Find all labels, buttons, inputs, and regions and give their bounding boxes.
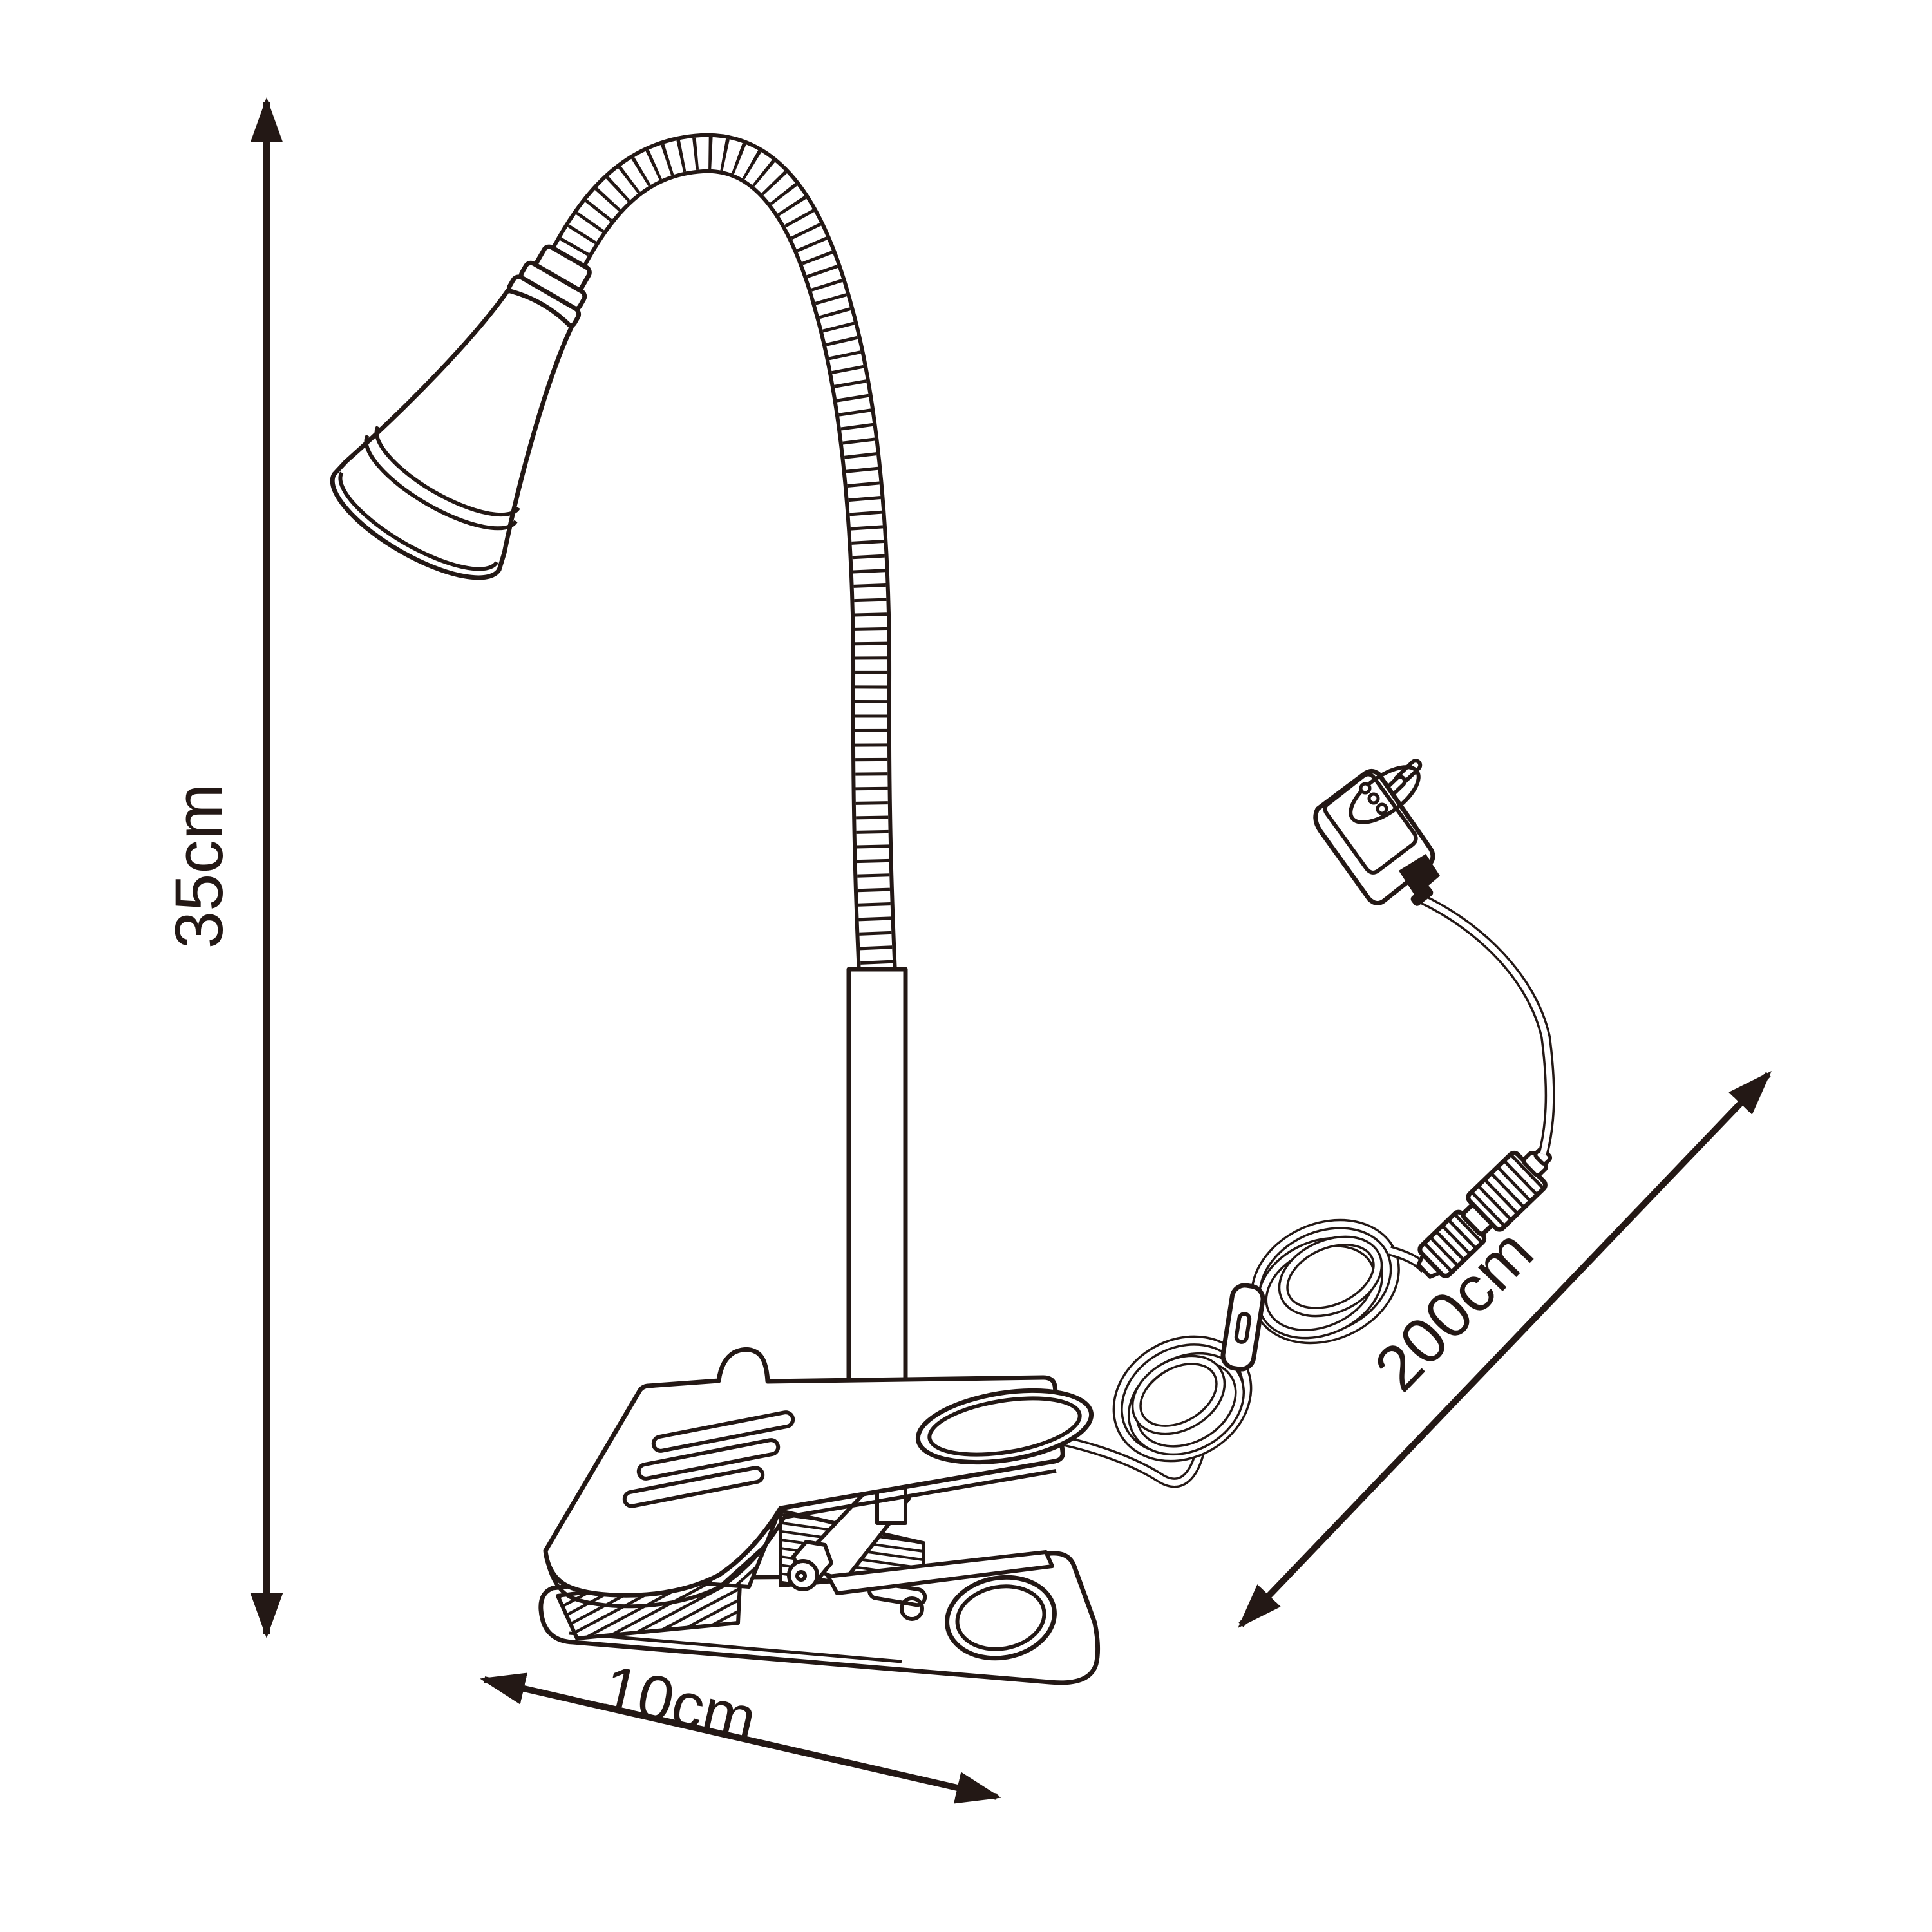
clamp-arm-lower — [826, 1550, 1054, 1595]
clamp-base — [538, 1347, 1207, 1685]
dimension-annotations: 35cm 10cm 200cm — [162, 97, 1772, 1804]
clamp-upper-jaw — [543, 1347, 1065, 1598]
clamp-hinge-bolt — [787, 1540, 833, 1591]
adapter-strain-collar — [1410, 886, 1434, 906]
adapter-face-recess — [1349, 765, 1421, 824]
clamp-width-dimension-arrow — [480, 1672, 1001, 1804]
clamp-upper-jaw-thickness — [546, 1469, 1057, 1609]
lamp-head — [330, 244, 592, 580]
height-dimension-label: 35cm — [162, 784, 237, 949]
adapter-face-dots — [1359, 782, 1388, 815]
clamp-vent-slots — [622, 1410, 795, 1508]
clamp-lower-hole — [945, 1575, 1057, 1661]
adapter-face — [1323, 772, 1418, 875]
clamp-top-disc — [915, 1388, 1094, 1465]
power-cord-start — [1029, 1430, 1207, 1488]
cord-length-dimension-arrow — [1238, 1070, 1772, 1629]
head-rim-line — [338, 471, 498, 571]
adapter-cable — [1419, 894, 1555, 1156]
stem — [846, 967, 908, 1423]
clamp-lower-jaw-thickness — [569, 1631, 902, 1663]
lamp — [330, 133, 1555, 1685]
head-seam-line-1 — [374, 425, 520, 517]
adapter-strain-relief — [1399, 854, 1440, 896]
head-seam-line-2 — [364, 434, 518, 531]
power-adapter — [1313, 759, 1440, 906]
gooseneck — [549, 133, 897, 975]
clamp-width-dimension-label: 10cm — [597, 1651, 763, 1755]
cable-tie — [1220, 1283, 1265, 1372]
